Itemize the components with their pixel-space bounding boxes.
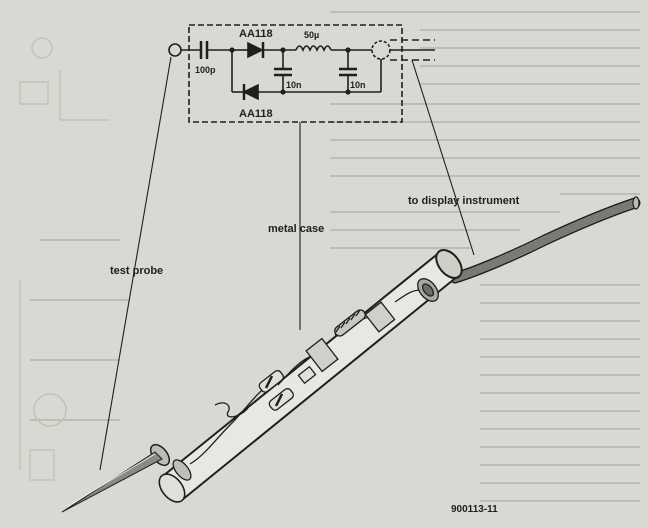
metal-case-boundary [188, 24, 403, 123]
internal-components [172, 278, 439, 481]
diode-top-symbol [247, 41, 265, 59]
diode-bottom-symbol [242, 83, 259, 101]
test-probe-label: test probe [110, 265, 163, 277]
capacitor-1-symbol [274, 67, 292, 77]
capacitor-1-label: 10n [286, 80, 302, 90]
capacitor-input-symbol [199, 41, 209, 59]
cable-end [632, 196, 640, 210]
capacitor-input-label: 100p [195, 65, 216, 75]
inductor-symbol [295, 45, 332, 52]
inductor-label: 50µ [304, 30, 319, 40]
probe-tip [61, 443, 171, 513]
capacitor-2-symbol [339, 67, 357, 77]
figure-number: 900113-11 [451, 504, 498, 515]
metal-case-label: metal case [268, 223, 324, 235]
display-instrument-label: to display instrument [408, 195, 520, 207]
background-text-texture [30, 11, 640, 502]
cable [449, 197, 641, 284]
leader-lines [99, 56, 475, 471]
output-connector [371, 40, 391, 60]
circuit-schematic [168, 24, 435, 123]
diode-top-label: AA118 [239, 28, 273, 40]
background-schematic-texture [19, 37, 110, 481]
input-terminal [168, 43, 182, 57]
diode-bottom-label: AA118 [239, 108, 273, 120]
capacitor-2-label: 10n [350, 80, 366, 90]
